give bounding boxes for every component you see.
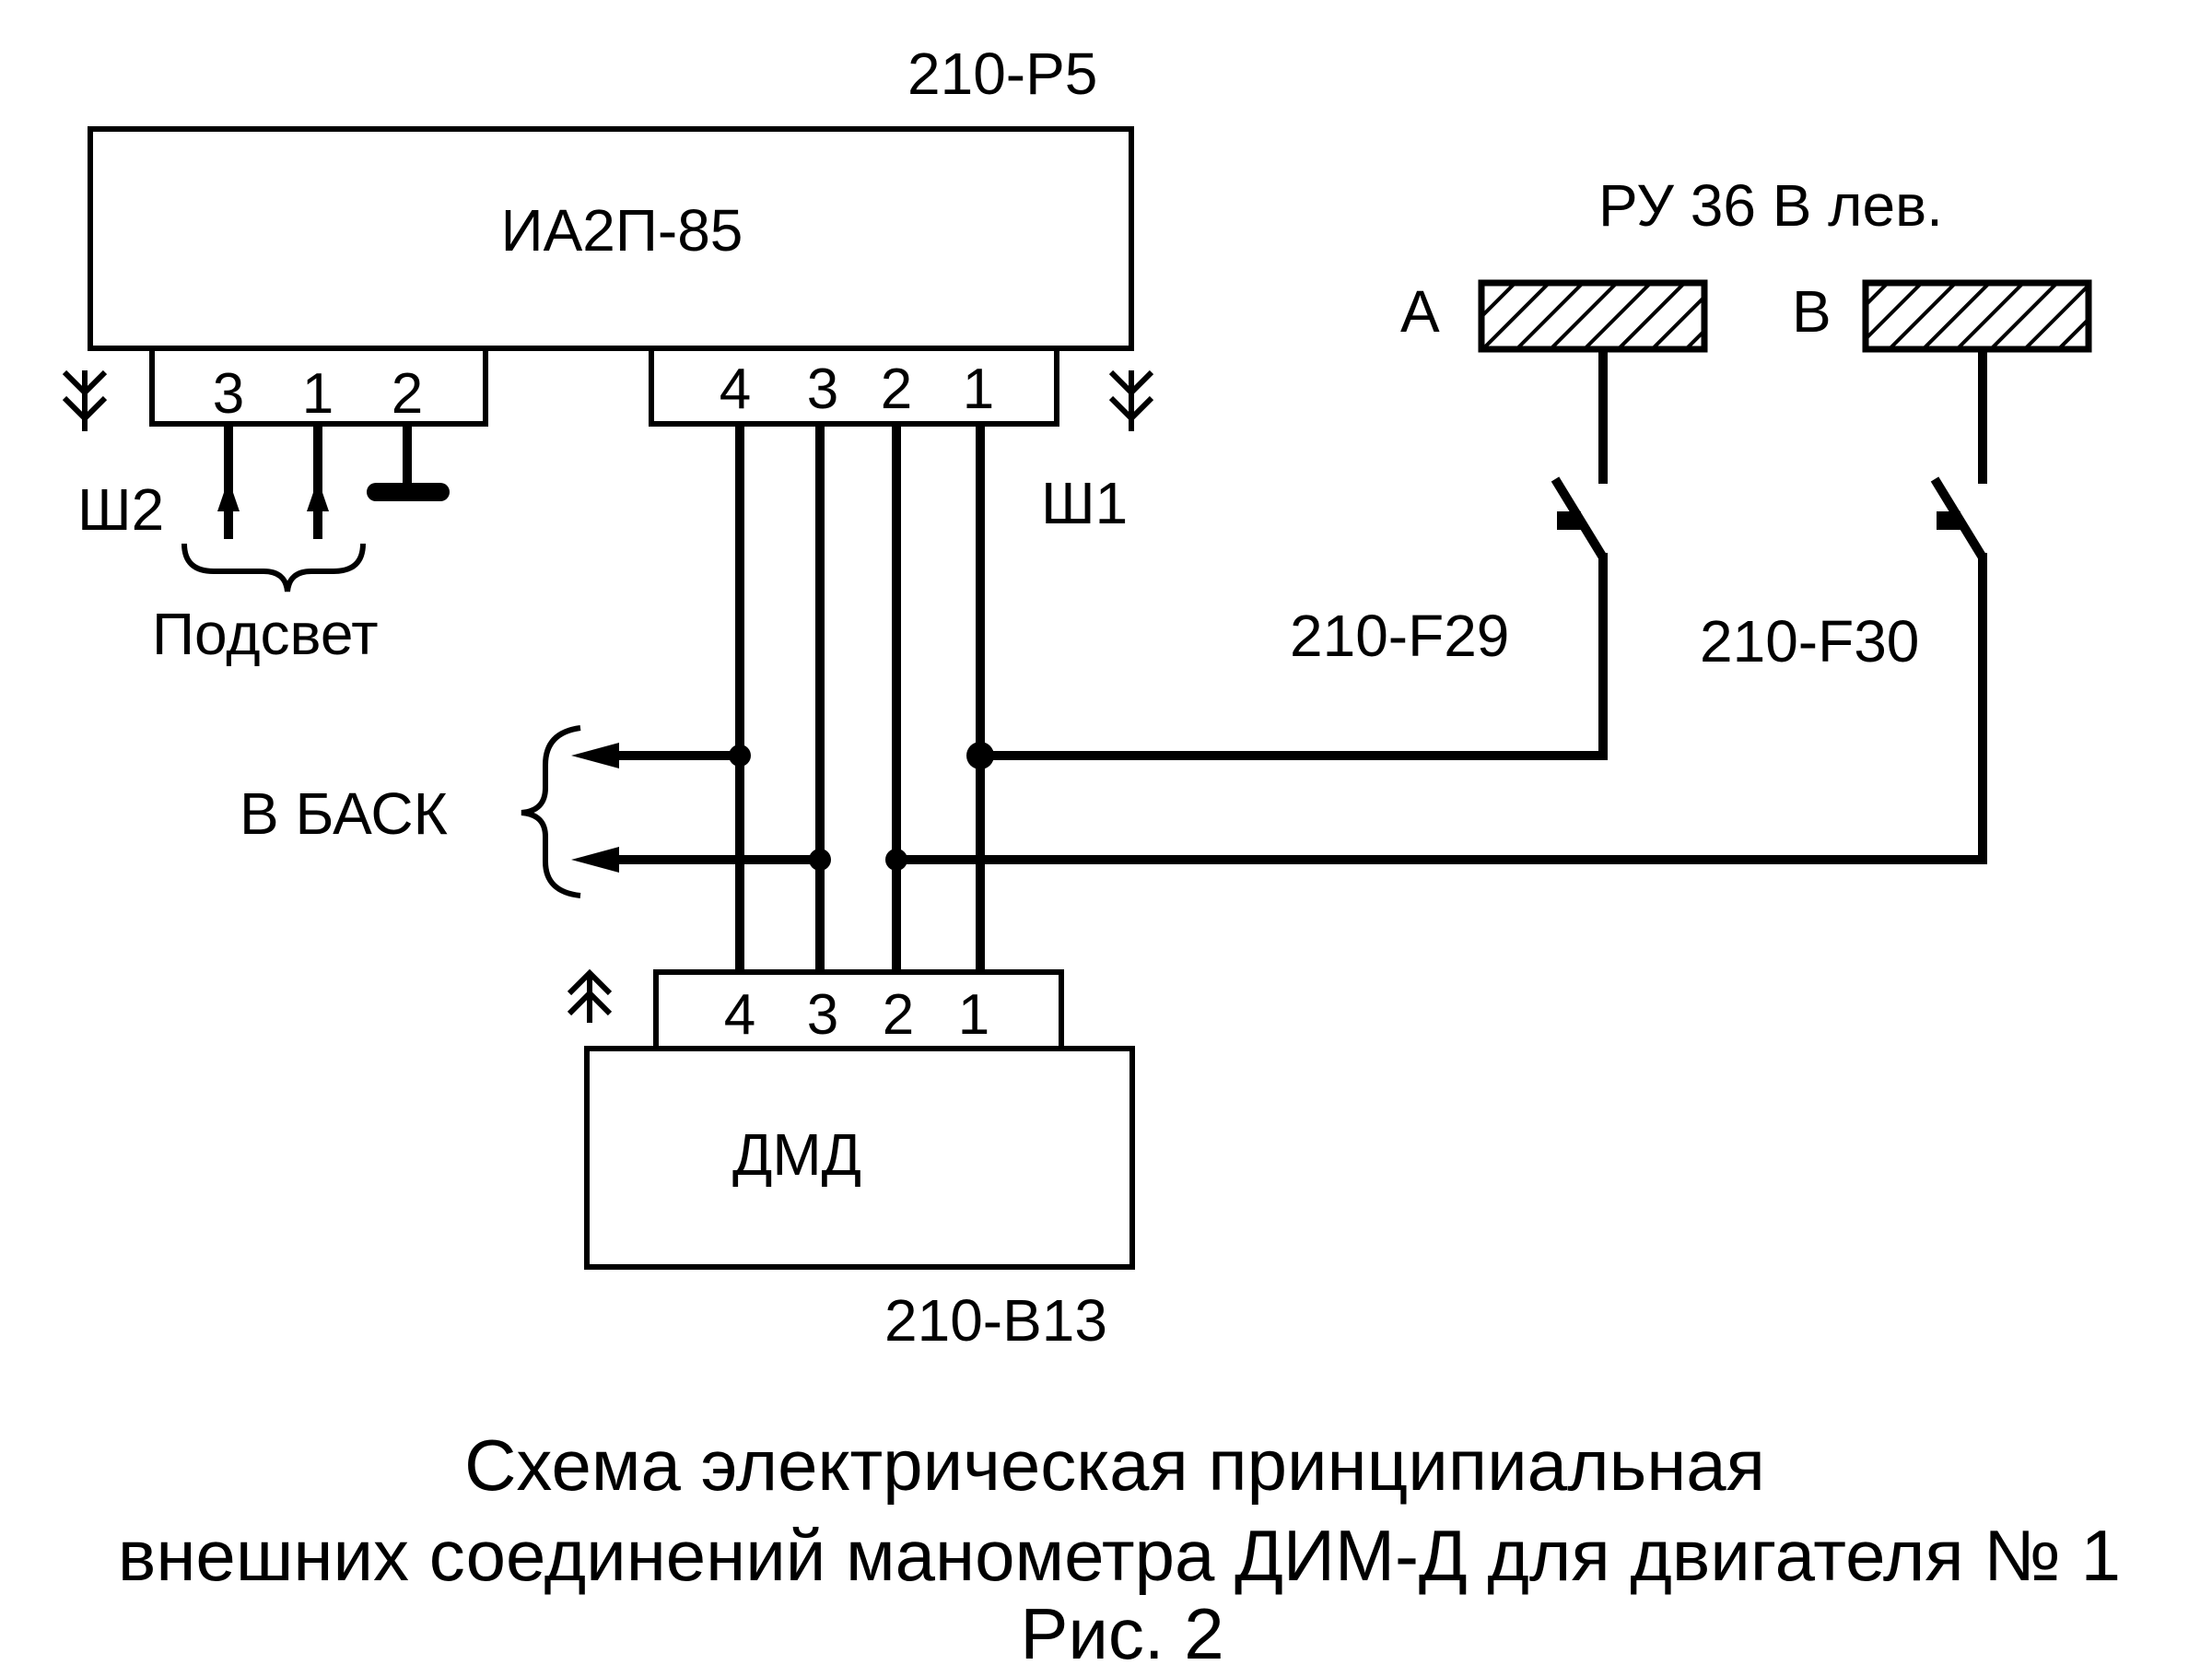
sensor-pin-1: 1 (958, 983, 989, 1047)
sensor-pin-4: 4 (724, 983, 755, 1047)
backlight-arrow-1 (217, 424, 240, 539)
caption-line-3: Рис. 2 (1020, 1593, 1223, 1665)
circuit-breaker-f29 (1551, 349, 1608, 560)
bask-label: В БАСК (240, 780, 448, 847)
wire-supply-f29 (980, 553, 1608, 760)
bask-brace (521, 725, 581, 898)
ground-symbol (367, 424, 450, 501)
plug-icon-sh1 (1108, 369, 1154, 431)
sh1-label: Ш1 (1041, 470, 1128, 536)
sensor-name-label: ДМД (732, 1121, 861, 1188)
circuit-breaker-f30 (1930, 349, 1987, 560)
caption-line-1: Схема электрическая принципиальная (464, 1425, 1765, 1506)
backlight-label: Подсвет (152, 601, 379, 667)
fuse-f29-label: 210-F29 (1290, 603, 1509, 669)
bus-bar-a (1478, 279, 1708, 353)
junction-dot (729, 745, 751, 767)
plug-icon-sh2 (62, 369, 108, 431)
junction-dot (966, 742, 994, 769)
bask-arrow-upper (571, 743, 740, 768)
connector-sensor (653, 969, 1064, 1051)
sh2-pin-1: 1 (302, 362, 334, 426)
caption-line-2: внешних соединений манометра ДИМ-Д для д… (118, 1515, 2121, 1596)
sh2-pin-3: 3 (213, 362, 244, 426)
junction-dot (885, 849, 907, 871)
backlight-brace (181, 543, 366, 592)
sensor-ref-label: 210-B13 (884, 1287, 1107, 1354)
bus-b-label: В (1792, 278, 1832, 345)
sh2-label: Ш2 (77, 476, 164, 543)
sensor-box (584, 1046, 1135, 1270)
indicator-box (88, 126, 1134, 351)
sensor-pin-2: 2 (883, 983, 914, 1047)
sh1-pin-4: 4 (720, 358, 751, 421)
sensor-pin-3: 3 (807, 983, 838, 1047)
sh1-pin-2: 2 (881, 358, 912, 421)
connector-sh1 (649, 346, 1059, 427)
bus-a-label: А (1400, 278, 1440, 345)
junction-dot (809, 849, 831, 871)
backlight-arrow-2 (307, 424, 329, 539)
sh1-pin-1: 1 (963, 358, 994, 421)
wire-supply-f30 (896, 553, 1987, 864)
bask-arrow-lower (571, 847, 820, 873)
fuse-f30-label: 210-F30 (1700, 608, 1919, 674)
sh1-pin-3: 3 (807, 358, 838, 421)
indicator-name-label: ИА2П-85 (501, 197, 743, 264)
bus-bar-b (1862, 279, 2092, 353)
bus-label: РУ 36 В лев. (1598, 172, 1943, 239)
sh2-pin-2: 2 (392, 362, 423, 426)
socket-icon-sensor (567, 968, 613, 1023)
indicator-ref-label: 210-P5 (907, 41, 1097, 107)
